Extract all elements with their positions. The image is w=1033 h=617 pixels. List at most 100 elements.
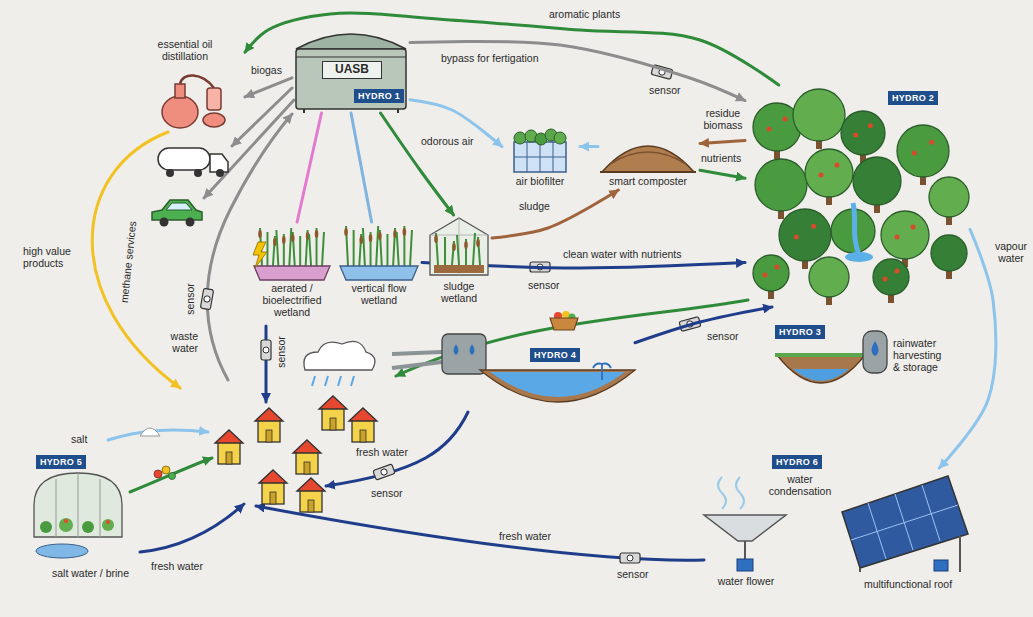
food-forest-picture (881, 211, 929, 259)
wetland-bed-picture (376, 226, 378, 266)
wetland-greenhouse-picture (465, 239, 467, 265)
sensor-label: sensor (616, 568, 650, 580)
water-pond-picture (454, 344, 475, 355)
composter-dome-picture (610, 152, 686, 164)
village (293, 440, 321, 474)
village (349, 408, 377, 442)
wetland-greenhouse-picture (430, 218, 488, 275)
food-forest-picture (929, 177, 969, 217)
salt-pile (140, 428, 160, 436)
solar-roof: multifunctional roof (838, 468, 973, 593)
wetland-bed-picture (289, 228, 291, 266)
produce-arrow (130, 458, 212, 492)
flow-label: waste water (155, 330, 199, 354)
food-forest-picture (794, 235, 799, 240)
water-flower-picture (744, 541, 746, 559)
food-forest-picture (745, 85, 970, 307)
village (215, 396, 377, 512)
wetland-bed-picture (353, 230, 355, 266)
biogas-arrow (232, 88, 292, 146)
food-forest-picture (883, 277, 888, 282)
food-forest-picture (841, 111, 885, 155)
fresh-water-arrow (326, 412, 468, 486)
flow-label: nutrients (700, 152, 742, 164)
distillation-still-picture (162, 96, 198, 128)
flow-arrow (700, 170, 745, 178)
car (152, 200, 202, 227)
node-label: aerated / bioelectrified wetland (252, 282, 332, 318)
flow-label: residue biomass (700, 107, 746, 131)
saltwater-greenhouse-picture (28, 455, 153, 585)
wetland-bed-picture (340, 266, 418, 280)
sensor-icon (620, 553, 640, 563)
wetland-bed-picture (309, 234, 311, 266)
food-forest-picture (853, 203, 859, 255)
food-forest-picture (805, 149, 853, 197)
food-forest-picture (853, 133, 858, 138)
flow-label: high value products (22, 245, 74, 269)
distillation-still-picture (175, 84, 185, 98)
produce (154, 466, 176, 480)
wetland-bed-picture (316, 228, 318, 266)
car (160, 218, 169, 227)
wetland-bed-picture (276, 230, 278, 266)
flow-label: clean water with nutrients (562, 248, 682, 260)
wetland-bed-picture (397, 232, 399, 266)
sensor-label: sensor (275, 335, 287, 369)
sensor-label: sensor (648, 84, 682, 96)
node-label: water flower (700, 575, 792, 587)
wetland-greenhouse-picture (430, 218, 488, 275)
rainwater-tank-picture (775, 353, 867, 357)
wetland-bed-picture (403, 226, 405, 266)
produce (162, 466, 170, 474)
wetland-bed-picture (363, 228, 365, 266)
flow-label: sensor (706, 330, 740, 342)
car (166, 203, 192, 210)
food-forest-picture (753, 255, 789, 291)
biofilter-box-picture (514, 142, 566, 172)
node-label: air biofilter (502, 175, 578, 187)
wetland-bed-picture (378, 232, 382, 240)
wetland-bed-picture (258, 230, 262, 238)
wetland-greenhouse-picture (444, 237, 446, 265)
distillation-still: essential oil distillation (140, 38, 245, 133)
wetland-greenhouse-picture (452, 243, 456, 251)
food-forest-picture (868, 123, 873, 128)
distillation-still-picture (207, 88, 221, 110)
node-label: rainwater harvesting & storage (893, 337, 951, 373)
sensor-label: sensor (370, 487, 404, 499)
reactor-label: UASB (322, 61, 382, 79)
sensor-label: sensor (184, 282, 196, 316)
wetland-greenhouse-picture (464, 241, 468, 249)
flow-arrow (700, 141, 745, 144)
food-forest: HYDRO 2 (745, 85, 970, 307)
food-basket (550, 311, 578, 330)
wetland-bed: aerated / bioelectrified wetland (252, 222, 334, 321)
composter-dome-picture (602, 146, 694, 172)
car (152, 200, 202, 220)
uasb-reactor-picture (296, 57, 406, 58)
biofilter-box-picture (514, 142, 566, 172)
village (259, 470, 287, 504)
flow-arrow (92, 88, 748, 560)
wetland-greenhouse-picture (457, 235, 459, 265)
uasb-reactor-picture (296, 49, 406, 109)
food-forest-picture (911, 225, 916, 230)
fresh-water-arrow (256, 506, 704, 560)
rainwater-tank-picture (863, 331, 887, 373)
solar-roof-picture (934, 560, 948, 571)
hydro-badge: HYDRO 1 (354, 89, 404, 103)
tanker-truck (158, 148, 210, 170)
saltwater-greenhouse: HYDRO 5salt water / brine (28, 455, 155, 585)
water-flower-picture (718, 477, 744, 509)
tanker-truck (158, 148, 228, 177)
wetland-bed-picture (283, 234, 285, 266)
rainwater-tank-picture (777, 355, 865, 383)
sensor-label: sensor (527, 279, 561, 291)
hydro-badge: HYDRO 6 (772, 455, 822, 469)
wetland-bed-picture (322, 232, 324, 266)
food-forest-picture (767, 127, 772, 132)
fresh-water-arrow (140, 504, 244, 552)
wetland-bed-picture (369, 234, 373, 242)
biofilter-box: air biofilter (502, 128, 580, 190)
